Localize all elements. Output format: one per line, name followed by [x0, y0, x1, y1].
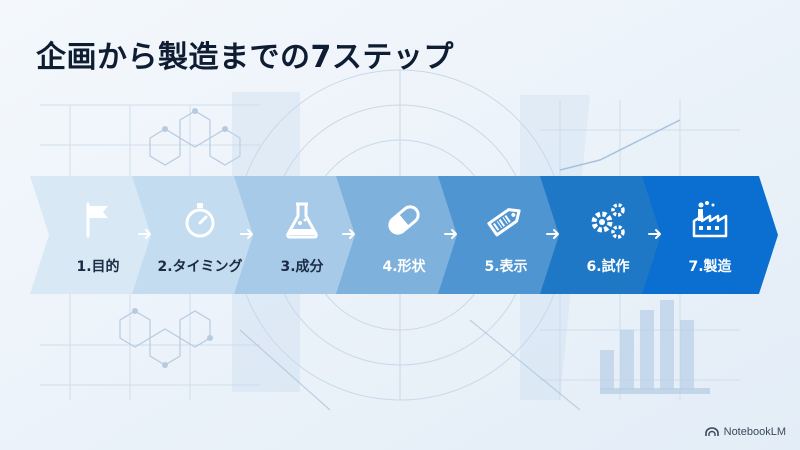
arrow-right-icon [138, 229, 151, 239]
page-title: 企画から製造までの7ステップ [36, 40, 454, 75]
arrow-right-icon [648, 229, 661, 239]
brand-name: NotebookLM [723, 426, 786, 438]
notebooklm-logo-icon [704, 427, 719, 436]
factory-icon [692, 201, 728, 238]
arrow-right-icon [546, 229, 559, 239]
gears-icon [591, 203, 625, 239]
step-7: 7.製造 [642, 176, 778, 294]
flask-icon [286, 202, 318, 239]
capsule-icon [388, 205, 420, 235]
step-6-label: 6.試作 [586, 259, 630, 275]
flag-icon [86, 202, 108, 238]
step-1-label: 1.目的 [76, 259, 120, 275]
stopwatch-icon [185, 203, 215, 238]
step-5-label: 5.表示 [484, 259, 528, 275]
arrow-right-icon [444, 229, 457, 239]
price-tag-icon [487, 208, 521, 237]
brand-watermark: NotebookLM [704, 426, 786, 438]
step-4-label: 4.形状 [382, 259, 426, 275]
step-7-label: 7.製造 [688, 259, 732, 275]
step-2-label: 2.タイミング [157, 259, 243, 275]
arrow-right-icon [342, 229, 355, 239]
arrow-right-icon [240, 229, 253, 239]
step-3-label: 3.成分 [280, 259, 324, 275]
